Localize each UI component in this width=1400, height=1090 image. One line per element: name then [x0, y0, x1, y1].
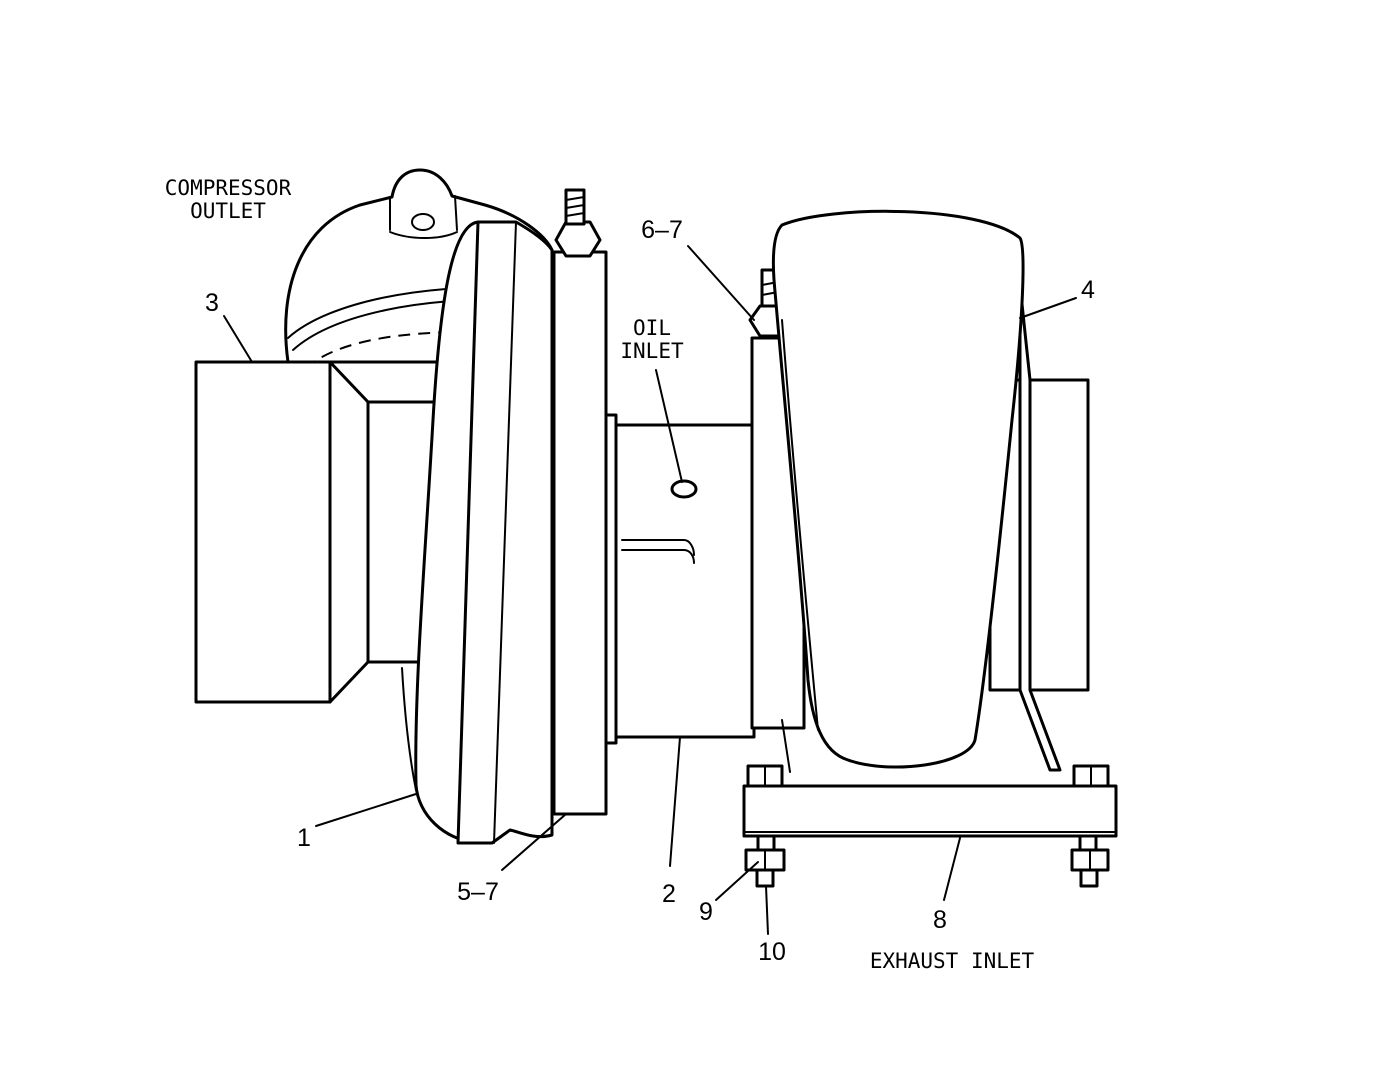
leader-3	[223, 315, 253, 363]
oil-inlet-label-line2: INLET	[620, 339, 684, 363]
leader-10	[765, 885, 769, 935]
compressor-housing	[401, 220, 554, 845]
leader-9	[715, 861, 759, 901]
leader-2	[669, 736, 681, 867]
compressor-outlet-flange	[194, 360, 462, 704]
leader-5-7	[501, 813, 567, 871]
exhaust-inlet-flange	[742, 764, 1118, 838]
leader-1	[315, 793, 417, 827]
callout-2: 2	[662, 880, 676, 908]
callout-3: 3	[205, 289, 219, 317]
turbine-housing	[771, 209, 1090, 773]
leader-lines	[223, 245, 1077, 935]
oil-inlet-port	[670, 479, 698, 499]
compressor-outlet-label-line2: OUTLET	[190, 199, 266, 223]
flange-bolt-right	[1070, 834, 1110, 888]
callout-6-7: 6–7	[641, 216, 683, 244]
callout-4: 4	[1081, 276, 1095, 304]
leader-4	[1019, 297, 1077, 319]
callout-5-7: 5–7	[457, 878, 499, 906]
callout-8: 8	[933, 906, 947, 934]
clamp-band	[552, 188, 618, 816]
center-housing	[614, 423, 756, 739]
leader-6-7	[687, 245, 755, 321]
callout-10: 10	[758, 938, 786, 966]
leader-oil-inlet	[655, 369, 683, 483]
callout-1: 1	[297, 824, 311, 852]
flange-bolt-left	[744, 834, 786, 888]
callout-9: 9	[699, 898, 713, 926]
leader-8	[943, 837, 961, 901]
oil-inlet-label-line1: OIL	[633, 316, 671, 340]
compressor-outlet-label-line1: COMPRESSOR	[165, 176, 292, 200]
exhaust-inlet-label: EXHAUST INLET	[870, 949, 1035, 973]
